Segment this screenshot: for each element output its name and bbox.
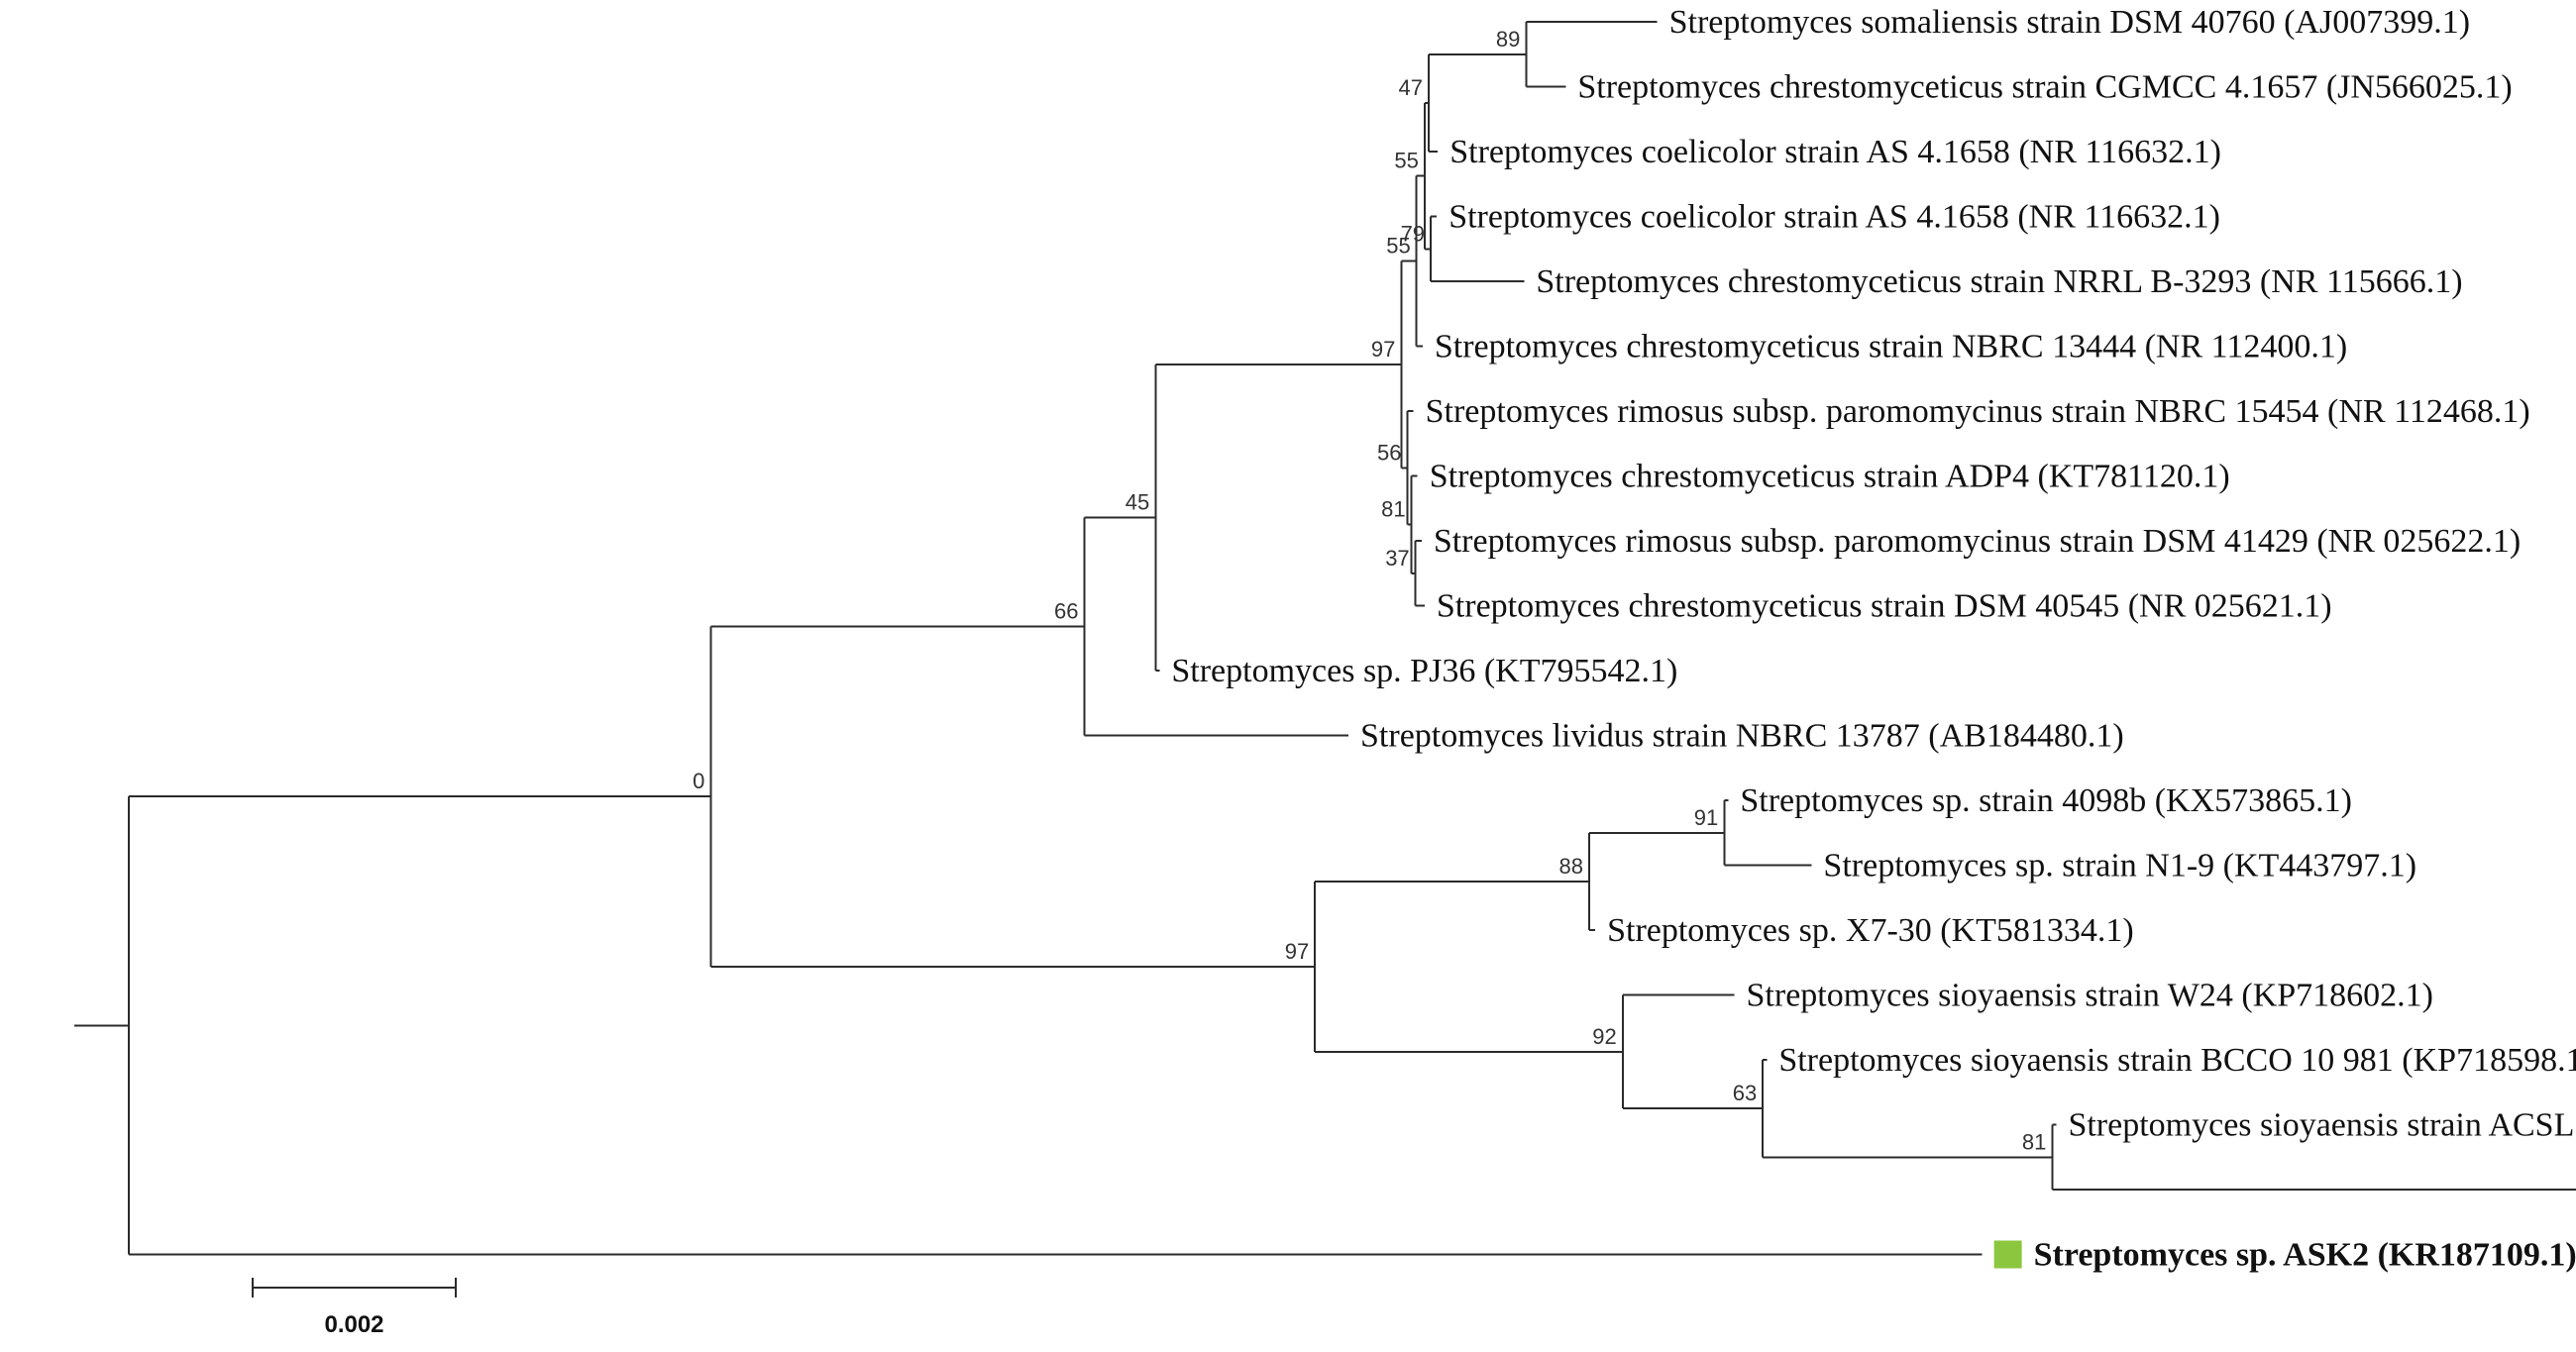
leaf-label-t17: Streptomyces sioyaensis strain BCCO 10 9… xyxy=(1778,1042,2576,1079)
leaf-label-t14: Streptomyces sp. strain N1-9 (KT443797.1… xyxy=(1823,848,2416,884)
leaf-label-t6: Streptomyces chrestomyceticus strain NBR… xyxy=(1435,329,2347,365)
bootstrap-n88: 88 xyxy=(1558,854,1582,879)
bootstrap-n81b: 81 xyxy=(2022,1129,2046,1154)
leaf-label-t11: Streptomyces sp. PJ36 (KT795542.1) xyxy=(1171,653,1677,689)
scale-bar-label: 0.002 xyxy=(324,1311,383,1338)
bootstrap-n92: 92 xyxy=(1592,1024,1616,1049)
bootstrap-n56: 56 xyxy=(1377,440,1401,465)
bootstrap-n89: 89 xyxy=(1496,27,1520,52)
leaf-label-t7: Streptomyces rimosus subsp. paromomycinu… xyxy=(1426,393,2530,430)
bootstrap-n97a: 97 xyxy=(1371,337,1395,362)
leaf-label-t10: Streptomyces chrestomyceticus strain DSM… xyxy=(1437,588,2332,625)
bootstrap-n97b: 97 xyxy=(1285,939,1309,964)
bootstrap-n81a: 81 xyxy=(1381,497,1405,522)
bootstrap-n47: 47 xyxy=(1399,75,1423,100)
bootstrap-n79: 79 xyxy=(1401,221,1425,246)
bootstrap-n91: 91 xyxy=(1694,805,1718,830)
tree-branches xyxy=(74,21,2576,1256)
leaf-label-t18: Streptomyces sioyaensis strain ACSL 448 … xyxy=(2068,1107,2576,1144)
leaf-label-t13: Streptomyces sp. strain 4098b (KX573865.… xyxy=(1740,782,2352,819)
bootstrap-n37: 37 xyxy=(1385,546,1409,571)
leaf-label-t2: Streptomyces chrestomyceticus strain CGM… xyxy=(1577,69,2512,106)
bootstrap-n63: 63 xyxy=(1733,1081,1757,1105)
leaf-label-t9: Streptomyces rimosus subsp. paromomycinu… xyxy=(1434,523,2521,560)
leaf-label-t8: Streptomyces chrestomyceticus strain ADP… xyxy=(1430,459,2230,495)
leaf-label-t16: Streptomyces sioyaensis strain W24 (KP71… xyxy=(1747,978,2433,1014)
bootstrap-n55b: 55 xyxy=(1394,149,1418,173)
bootstrap-n66: 66 xyxy=(1054,598,1078,623)
highlight-marker-icon xyxy=(1993,1240,2022,1269)
leaf-label-t20: Streptomyces sp. ASK2 (KR187109.1) xyxy=(2034,1237,2576,1274)
bootstrap-n45: 45 xyxy=(1126,489,1149,514)
scale-bar-line xyxy=(252,1278,457,1298)
leaf-label-t12: Streptomyces lividus strain NBRC 13787 (… xyxy=(1360,718,2124,755)
leaf-label-t5: Streptomyces chrestomyceticus strain NRR… xyxy=(1536,263,2462,300)
leaf-label-t1: Streptomyces somaliensis strain DSM 4076… xyxy=(1669,4,2470,41)
bootstrap-values: 0 66 45 97 55 55 47 89 79 56 81 37 97 88 91 92 63 81 xyxy=(693,27,2046,1155)
leaf-label-t15: Streptomyces sp. X7-30 (KT581334.1) xyxy=(1607,912,2134,949)
leaf-label-t4: Streptomyces coelicolor strain AS 4.1658… xyxy=(1449,199,2220,236)
leaf-labels: Streptomyces somaliensis strain DSM 4076… xyxy=(1171,4,2576,1274)
bootstrap-n55a: 55 xyxy=(1386,234,1410,259)
leaf-label-t3: Streptomyces coelicolor strain AS 4.1658… xyxy=(1449,134,2221,170)
bootstrap-ingroup: 0 xyxy=(693,769,704,793)
scale-bar: 0.002 xyxy=(252,1278,457,1338)
